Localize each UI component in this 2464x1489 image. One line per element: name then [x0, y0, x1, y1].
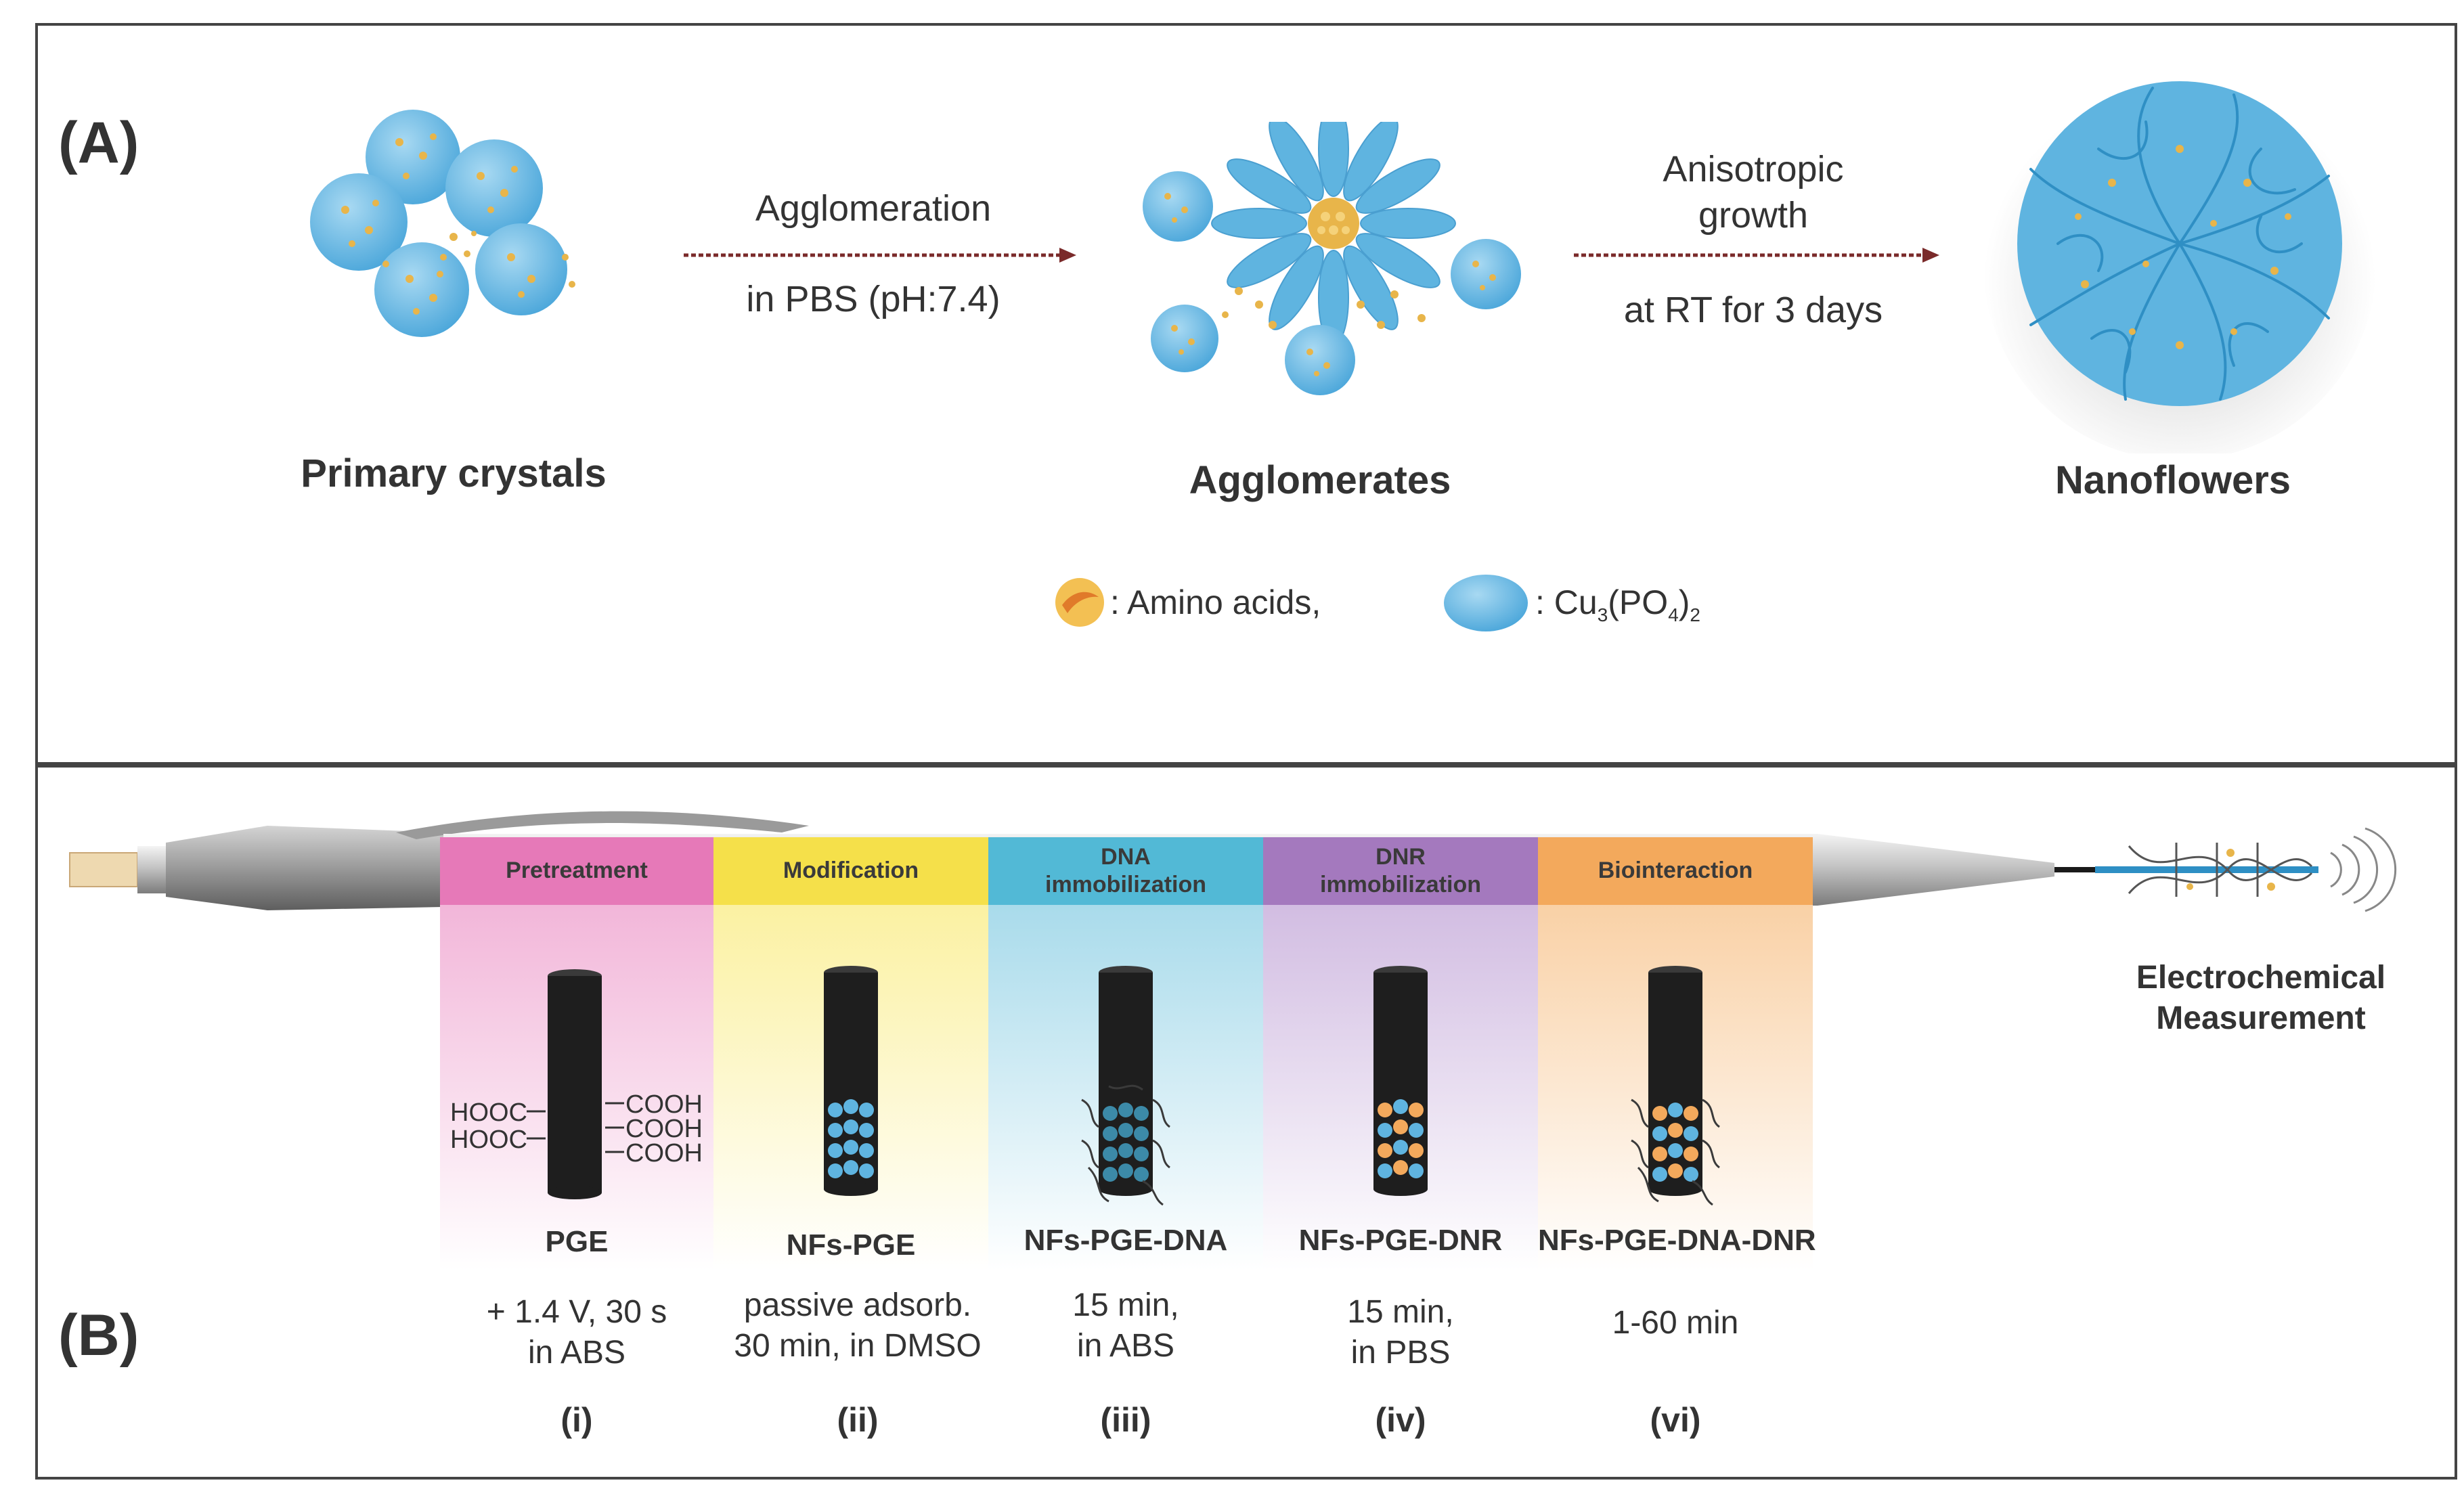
arrow1-label-below: in PBS (pH:7.4) [746, 279, 1000, 319]
cooh-label: COOH [625, 1115, 703, 1143]
step-number-vi: (vi) [1650, 1401, 1701, 1439]
step-header-modification: Modification [713, 837, 988, 905]
electrode-nfs-pge [824, 966, 878, 1196]
condition-step1-line1: + 1.4 V, 30 s [486, 1294, 667, 1330]
agglomeration-arrow [684, 248, 1076, 263]
condition-step3-line1: 15 min, [1072, 1287, 1179, 1323]
hooc-label: HOOC [450, 1126, 527, 1154]
dnr-immobilization-label: immobilization [1320, 872, 1481, 897]
step-number-i: (i) [560, 1401, 593, 1439]
electrode-label-nfs-pge-dna: NFs-PGE-DNA [1024, 1224, 1228, 1257]
measurement-label-line1: Electrochemical [2136, 960, 2386, 996]
cu-sub-4: 4 [1668, 604, 1679, 625]
cu-prefix: : Cu [1535, 583, 1598, 621]
condition-step2-line2: 30 min, in DMSO [734, 1328, 982, 1364]
step-header-dnr-immobilization: DNR immobilization [1263, 837, 1538, 905]
condition-step4-line2: in PBS [1350, 1335, 1451, 1371]
step-header-biointeraction: Biointeraction [1538, 837, 1813, 905]
electrode-pge [548, 969, 602, 1199]
measurement-label-line2: Measurement [2156, 1000, 2366, 1036]
electrode-label-pge: PGE [545, 1225, 609, 1258]
cooh-label: COOH [625, 1090, 703, 1119]
modification-label: Modification [783, 858, 919, 884]
stage-agglomerates: Agglomerates [1189, 458, 1451, 502]
agglomerates-illustration [1143, 122, 1521, 395]
legend-cu3po42: : Cu3(PO4)2 [1535, 583, 1700, 625]
condition-step1-line2: in ABS [527, 1335, 626, 1371]
step-number-iii: (iii) [1100, 1401, 1151, 1439]
hooc-label: HOOC [450, 1098, 527, 1127]
electrode-label-nfs-pge-dnr: NFs-PGE-DNR [1298, 1224, 1503, 1257]
dnr-label: DNR [1376, 843, 1426, 870]
cu3po42-icon [1444, 575, 1528, 631]
growth-arrow [1574, 248, 1939, 263]
condition-step5-line1: 1-60 min [1612, 1305, 1739, 1341]
electrode-nfs-pge-dna [1081, 966, 1170, 1206]
electrode-nfs-pge-dna-dnr [1631, 966, 1720, 1206]
cu-mid: (PO [1608, 583, 1669, 621]
crystal-sphere [310, 110, 567, 337]
condition-step4-line1: 15 min, [1347, 1294, 1454, 1330]
legend-amino-acids: : Amino acids, [1110, 583, 1321, 621]
arrow1-label-above: Agglomeration [755, 188, 992, 229]
step-header-pretreatment: Pretreatment [440, 837, 713, 905]
stage-primary-crystals: Primary crystals [301, 451, 607, 495]
cu-sub-2: 2 [1690, 604, 1700, 625]
condition-step3-line2: in ABS [1076, 1328, 1175, 1364]
step-number-iv: (iv) [1375, 1401, 1426, 1439]
carboxyl-groups: HOOC HOOC COOH COOH COOH [450, 1090, 703, 1168]
pretreatment-label: Pretreatment [506, 858, 648, 884]
amino-acid-icon [1055, 578, 1104, 627]
stage-nanoflowers: Nanoflowers [2054, 458, 2291, 502]
panel-b-label: (B) [58, 1303, 139, 1368]
cu-end: ) [1678, 583, 1690, 621]
biointeraction-label: Biointeraction [1598, 858, 1753, 884]
primary-crystals-illustration [310, 110, 575, 337]
cooh-label: COOH [625, 1139, 703, 1168]
arrow2-label-below: at RT for 3 days [1623, 290, 1883, 330]
condition-step2-line1: passive adsorb. [743, 1287, 972, 1323]
dna-label: DNA [1101, 843, 1151, 870]
step-header-dna-immobilization: DNA immobilization [988, 837, 1263, 905]
step-number-ii: (ii) [837, 1401, 879, 1439]
electrode-label-nfs-pge: NFs-PGE [786, 1228, 916, 1262]
cu-sub-3: 3 [1597, 604, 1608, 625]
arrow2-label-above-2: growth [1698, 195, 1809, 236]
electrode-nfs-pge-dnr [1373, 966, 1428, 1196]
panel-a-label: (A) [58, 110, 139, 175]
electrode-label-nfs-pge-dna-dnr: NFs-PGE-DNA-DNR [1538, 1224, 1816, 1257]
nanoflower-illustration [1983, 68, 2376, 453]
arrow2-label-above-1: Anisotropic [1663, 149, 1844, 190]
dna-immobilization-label: immobilization [1045, 872, 1206, 897]
